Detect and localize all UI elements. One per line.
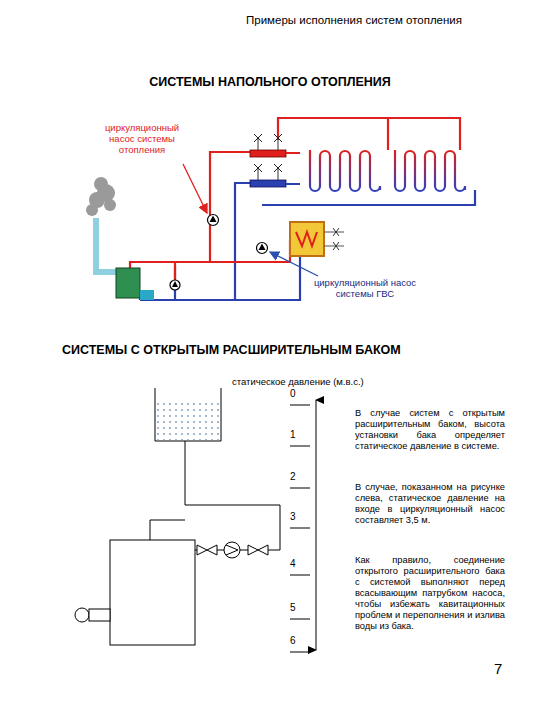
leader-line [270, 252, 318, 276]
expansion-tank [155, 388, 221, 441]
scale-number: 3 [290, 511, 302, 523]
pump [224, 542, 240, 558]
pipe [150, 441, 280, 550]
return-pipes [140, 183, 475, 300]
burner [75, 608, 110, 622]
leader-line [183, 164, 207, 213]
caption-label: циркуляционный насос системы ГВС [305, 277, 425, 299]
note-text: В случае систем с открытым расширительны… [355, 408, 505, 452]
note-text: Как правило, соединение открытого расшир… [355, 555, 505, 632]
boiler [116, 268, 140, 298]
page-number: 7 [494, 660, 514, 678]
dhw-heater [290, 222, 344, 256]
scale-number: 5 [290, 602, 302, 614]
caption-label: циркуляционный насос системы отопления [94, 122, 190, 156]
floor-coil [395, 150, 465, 191]
scale-number: 2 [290, 471, 302, 483]
floor-coil [310, 150, 380, 191]
floor-coil [310, 150, 465, 191]
scale-number: 4 [290, 558, 302, 570]
supply-pipes [130, 118, 460, 280]
manifold [250, 134, 300, 187]
scale-number: 6 [290, 635, 302, 647]
chimney-pipe [96, 218, 118, 272]
caption-label: статическое давление (м.в.с.) [232, 376, 392, 387]
smoke [86, 177, 116, 216]
scale-number: 0 [290, 388, 302, 400]
section-heading: СИСТЕМЫ С ОТКРЫТЫМ РАСШИРИТЕЛЬНЫМ БАКОМ [62, 343, 482, 358]
note-text: В случае, показанном на рисунке слева, с… [355, 482, 505, 526]
pressure-scale [290, 400, 316, 652]
boiler [110, 540, 195, 645]
scale-number: 1 [290, 429, 302, 441]
pump [170, 215, 268, 291]
caption-label: Примеры исполнения систем отопления [246, 14, 516, 28]
section-heading: СИСТЕМЫ НАПОЛЬНОГО ОТОПЛЕНИЯ [120, 75, 420, 90]
burner [140, 290, 154, 300]
